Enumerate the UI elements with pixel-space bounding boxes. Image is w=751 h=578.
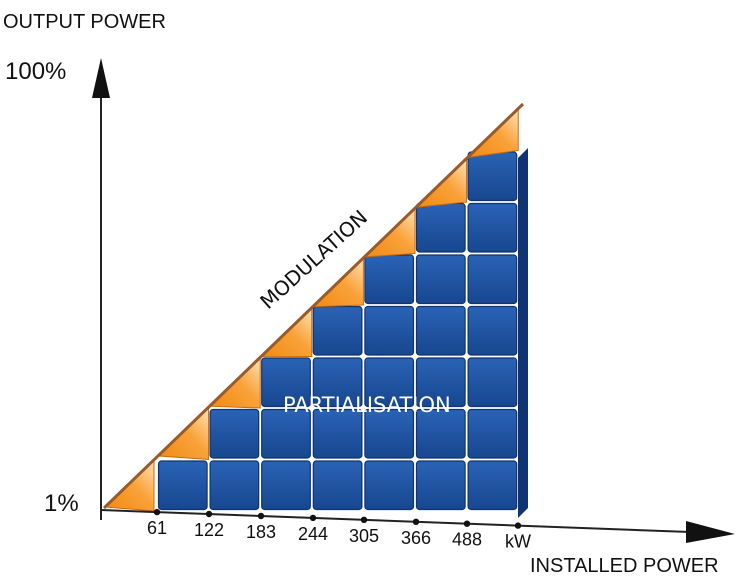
module-cell (467, 202, 518, 253)
module-cell (157, 460, 208, 511)
x-tick-label: 366 (401, 528, 431, 548)
module-cell (467, 408, 518, 459)
y-axis-arrow (92, 58, 110, 98)
module-cell (415, 254, 466, 305)
partialisation-label: PARTIALISATION (283, 393, 451, 417)
module-cell (312, 357, 363, 408)
x-axis-arrow (686, 521, 735, 543)
module-cell (364, 357, 415, 408)
x-axis-title: INSTALLED POWER (530, 555, 719, 577)
module-cell (467, 460, 518, 511)
module-cell (312, 305, 363, 356)
x-tick-label: 305 (349, 526, 379, 546)
x-tick-mark (412, 518, 420, 525)
module-cell (261, 460, 311, 511)
module-cell (364, 460, 415, 511)
module-grid (157, 151, 518, 511)
module-cell (209, 408, 260, 459)
module-cell (364, 254, 415, 305)
x-tick-label: 122 (194, 520, 224, 540)
x-tick-mark (309, 514, 317, 522)
module-cell (415, 460, 466, 511)
module-cell (467, 305, 518, 356)
x-tick-label: 183 (246, 522, 276, 542)
x-axis (100, 509, 691, 533)
x-tick-label: 488 (452, 530, 482, 550)
x-ticks: 61 122 183 244 305 366 488 kW (147, 508, 531, 552)
x-tick-label: 244 (298, 524, 328, 544)
x-tick-mark (257, 512, 265, 520)
module-cell (467, 151, 518, 202)
x-unit-label: kW (505, 532, 531, 552)
module-cell (415, 202, 466, 253)
module-cell (415, 305, 466, 356)
x-tick-mark (463, 520, 471, 527)
module-cell (415, 357, 466, 408)
module-cell (209, 460, 260, 511)
y-top-label: 100% (5, 58, 66, 85)
y-axis-title: OUTPUT POWER (3, 11, 166, 33)
x-tick-mark (514, 522, 522, 529)
module-cell (261, 357, 311, 408)
module-cell (415, 408, 466, 459)
module-cell (364, 408, 415, 459)
module-cell (261, 408, 311, 459)
x-tick-label: 61 (147, 518, 167, 538)
module-cell (312, 460, 363, 511)
module-cell (467, 254, 518, 305)
x-tick-mark (205, 510, 213, 518)
module-cell (312, 408, 363, 459)
module-cell (364, 305, 415, 356)
slope-line (102, 102, 525, 510)
module-cell (467, 357, 518, 408)
y-bottom-label: 1% (44, 490, 79, 517)
x-tick-mark (360, 516, 368, 523)
diagram-depth-face (518, 148, 528, 518)
x-tick-mark (153, 508, 161, 516)
